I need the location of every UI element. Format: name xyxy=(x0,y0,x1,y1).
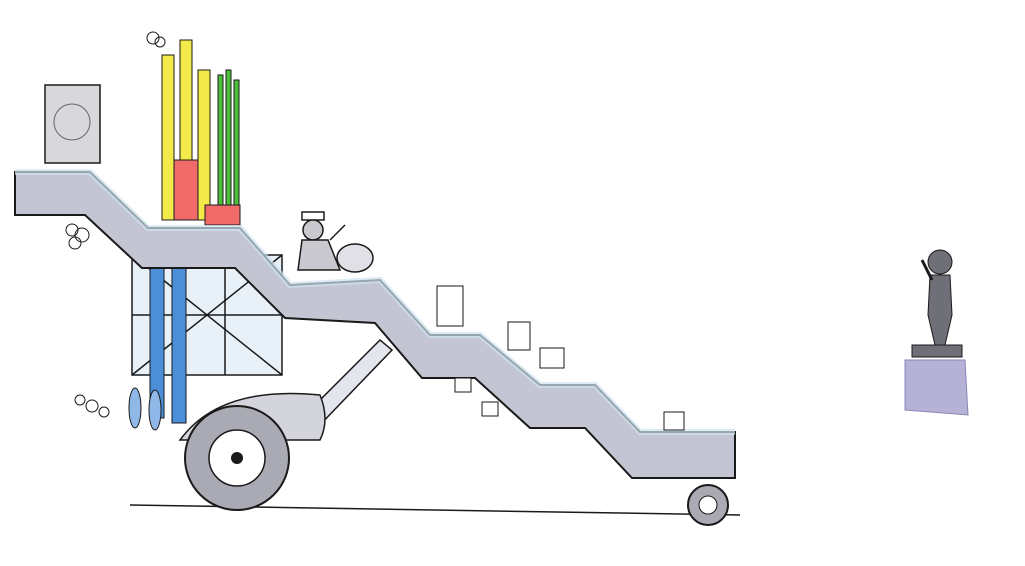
rear-wheel xyxy=(178,392,326,511)
driver-figure xyxy=(297,211,374,273)
ground-line xyxy=(129,504,741,516)
picture-frame xyxy=(44,84,101,164)
organ-pipes xyxy=(128,39,241,431)
statue-figure xyxy=(904,249,969,416)
signs xyxy=(436,285,685,431)
staircase xyxy=(14,169,736,479)
smoke-puffs xyxy=(65,31,166,418)
front-wheel xyxy=(687,484,729,526)
